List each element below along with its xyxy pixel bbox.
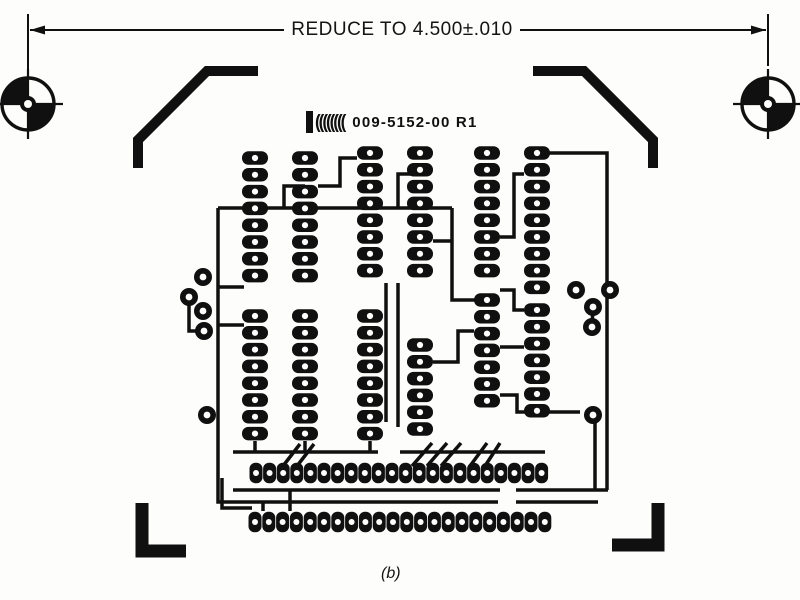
part-number-label: (((((((( 009-5152-00 R1 xyxy=(306,110,478,134)
dimension-label: REDUCE TO 4.500±.010 xyxy=(291,19,513,40)
barcode-arcs-icon: (((((((( xyxy=(315,110,346,133)
figure-caption: (b) xyxy=(381,565,401,582)
ic-pad-columns xyxy=(242,146,550,441)
edge-connector-rows xyxy=(248,462,552,533)
dimension-callout xyxy=(27,14,769,70)
registration-targets xyxy=(0,69,800,139)
corner-crop-marks xyxy=(133,66,665,558)
round-pads xyxy=(180,268,619,424)
part-number-text: 009-5152-00 R1 xyxy=(352,113,478,131)
barcode-start-bar-icon xyxy=(306,111,313,133)
